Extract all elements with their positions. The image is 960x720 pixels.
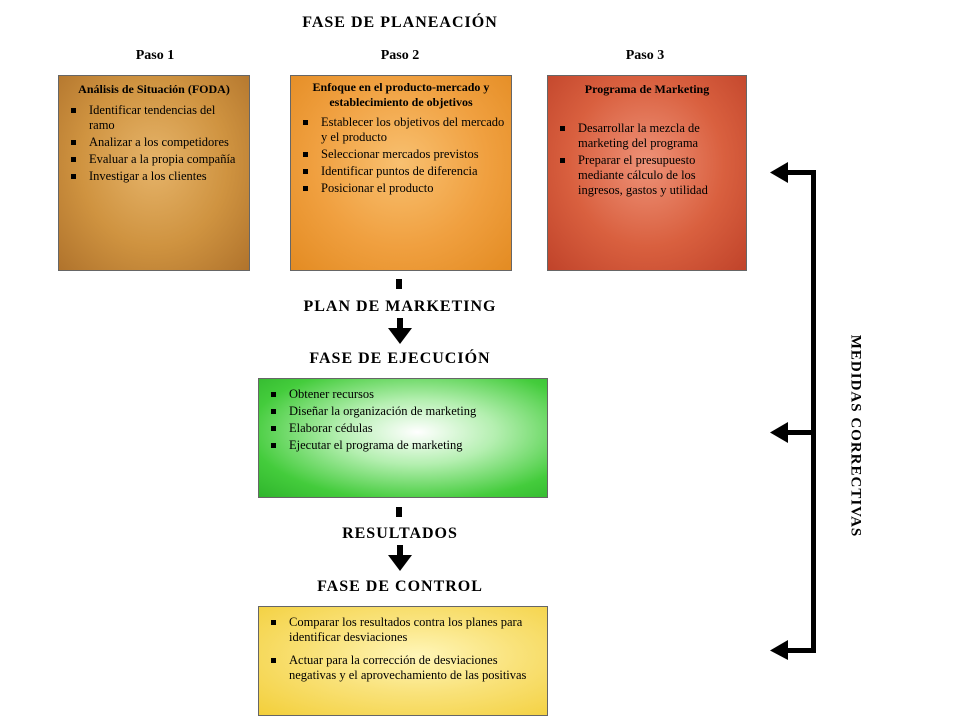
product-market-focus-title: Enfoque en el producto-mercado y estable… <box>312 80 490 109</box>
marketing-program-title: Programa de Marketing <box>584 82 710 96</box>
results-label: RESULTADOS <box>342 525 458 542</box>
corrective-measures-label: MEDIDAS CORRECTIVAS <box>847 334 864 538</box>
product-market-focus-list: Establecer los objetivos del mercado y e… <box>297 115 505 196</box>
list-item: Preparar el presupuesto mediante cálculo… <box>554 153 740 198</box>
marketing-program-list: Desarrollar la mezcla de marketing del p… <box>554 121 740 198</box>
list-item: Establecer los objetivos del mercado y e… <box>297 115 505 145</box>
control-list: Comparar los resultados contra los plane… <box>265 615 541 683</box>
down-arrow-icon <box>388 545 412 571</box>
list-item: Actuar para la corrección de desviacione… <box>265 653 541 683</box>
product-market-focus-box: Enfoque en el producto-mercado y estable… <box>290 75 512 271</box>
list-item: Analizar a los competidores <box>65 135 243 150</box>
corrective-feedback-bracket <box>770 162 816 660</box>
situation-analysis-title: Análisis de Situación (FODA) <box>78 82 230 96</box>
list-item: Desarrollar la mezcla de marketing del p… <box>554 121 740 151</box>
connector-dash <box>396 507 402 517</box>
plan-label: PLAN DE MARKETING <box>303 298 497 315</box>
execution-phase-title: FASE DE EJECUCIÓN <box>309 350 491 367</box>
list-item: Ejecutar el programa de marketing <box>265 438 541 453</box>
list-item: Diseñar la organización de marketing <box>265 404 541 419</box>
list-item: Investigar a los clientes <box>65 169 243 184</box>
list-item: Obtener recursos <box>265 387 541 402</box>
list-item: Elaborar cédulas <box>265 421 541 436</box>
list-item: Posicionar el producto <box>297 181 505 196</box>
list-item: Comparar los resultados contra los plane… <box>265 615 541 645</box>
list-item: Identificar tendencias del ramo <box>65 103 243 133</box>
list-item: Seleccionar mercados previstos <box>297 147 505 162</box>
execution-list: Obtener recursos Diseñar la organización… <box>265 387 541 453</box>
situation-analysis-box: Análisis de Situación (FODA) Identificar… <box>58 75 250 271</box>
step-label-1: Paso 1 <box>135 48 175 63</box>
list-item: Evaluar a la propia compañía <box>65 152 243 167</box>
connector-dash <box>396 279 402 289</box>
corrective-measures-label-wrap: MEDIDAS CORRECTIVAS <box>845 326 865 546</box>
step-label-2: Paso 2 <box>380 48 420 63</box>
list-item: Identificar puntos de diferencia <box>297 164 505 179</box>
step-label-3: Paso 3 <box>625 48 665 63</box>
control-phase-title: FASE DE CONTROL <box>317 578 483 595</box>
execution-box: Obtener recursos Diseñar la organización… <box>258 378 548 498</box>
down-arrow-icon <box>388 318 412 344</box>
control-box: Comparar los resultados contra los plane… <box>258 606 548 716</box>
page-title: FASE DE PLANEACIÓN <box>302 14 498 31</box>
situation-analysis-list: Identificar tendencias del ramo Analizar… <box>65 103 243 184</box>
marketing-program-box: Programa de Marketing Desarrollar la mez… <box>547 75 747 271</box>
